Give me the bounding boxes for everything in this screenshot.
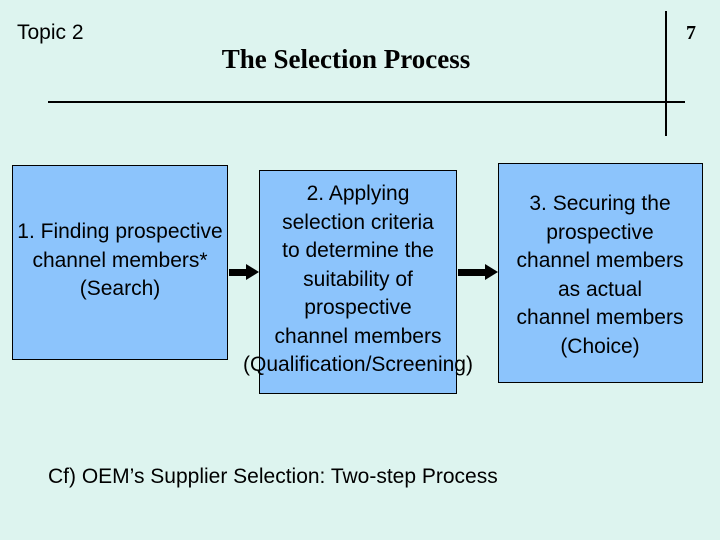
process-step-box-1 bbox=[12, 165, 228, 360]
page-title: The Selection Process bbox=[221, 44, 471, 74]
arrow-head bbox=[485, 264, 498, 280]
process-step-box-2 bbox=[259, 170, 457, 394]
topic-label: Topic 2 bbox=[17, 21, 84, 44]
header-horizontal-rule bbox=[48, 101, 685, 103]
process-step-box-3 bbox=[498, 163, 703, 383]
arrow-shaft bbox=[458, 269, 486, 276]
arrow-head bbox=[246, 264, 259, 280]
header-vertical-rule bbox=[665, 11, 667, 136]
page-number: 7 bbox=[686, 22, 696, 44]
footnote-text: Cf) OEM’s Supplier Selection: Two-step P… bbox=[48, 465, 498, 488]
arrow-shaft bbox=[229, 269, 247, 276]
